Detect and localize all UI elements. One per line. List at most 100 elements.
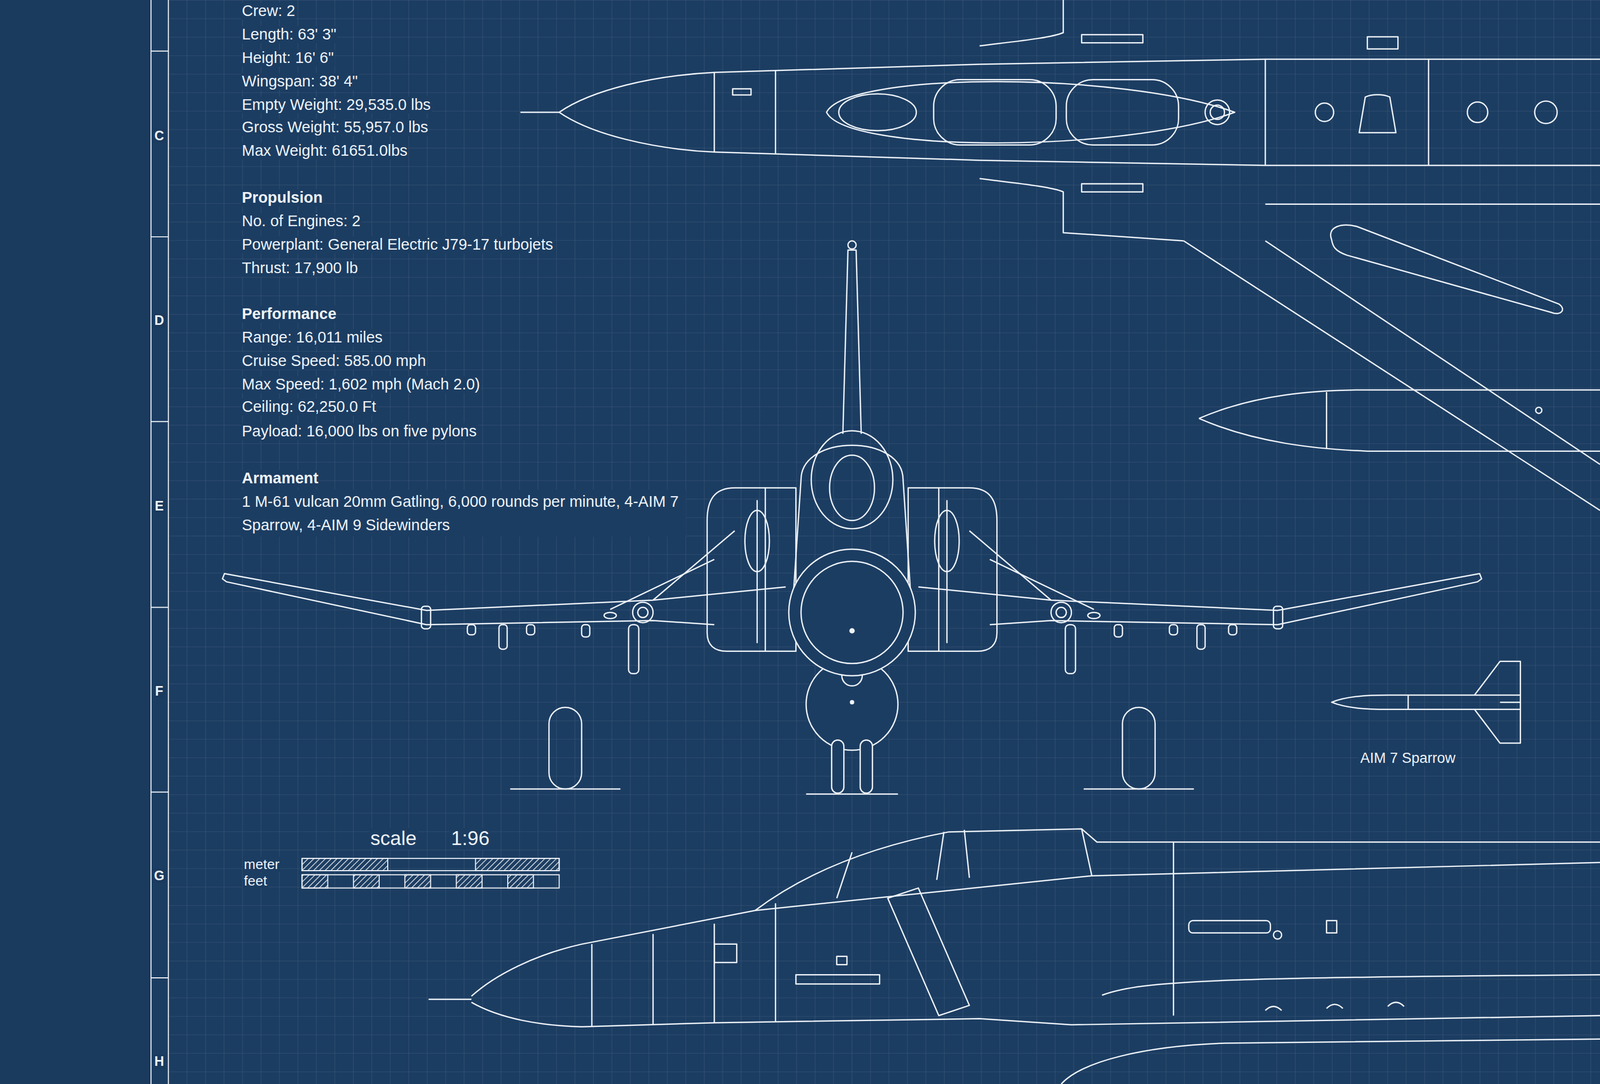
top-view (1198, 389, 1600, 419)
spec-text: Max Speed: 1,602 mph (Mach 2.0) (241, 376, 482, 394)
unit-label: feet (242, 873, 268, 889)
front-view (850, 628, 855, 634)
side-view (795, 974, 880, 984)
scale-label: scale (369, 827, 418, 850)
spec-text: Max Weight: 61651.0lbs (241, 142, 410, 160)
spec-text: Range: 16,011 miles (241, 329, 384, 347)
ruler-letter: G (153, 868, 166, 884)
side-view (836, 828, 1092, 899)
scale-ratio: 1:96 (450, 827, 491, 850)
spec-text: Cruise Speed: 585.00 mph (241, 352, 428, 370)
top-view (1265, 203, 1600, 205)
spec-text: Wingspan: 38' 4" (241, 73, 359, 91)
front-view (829, 454, 875, 520)
top-view (1081, 34, 1143, 43)
side-view (1188, 920, 1271, 933)
missile-drawing (1474, 661, 1521, 695)
unit-label: meter (242, 856, 280, 872)
side-view (888, 888, 970, 1016)
front-view (831, 739, 844, 793)
spec-text: Empty Weight: 29,535.0 lbs (241, 96, 432, 114)
side-view (428, 828, 1600, 1084)
left-strip (0, 0, 151, 1084)
top-view (933, 79, 1057, 145)
spec-text: Length: 63' 3" (241, 26, 338, 44)
side-view (836, 956, 847, 965)
scale-bar (353, 874, 380, 888)
top-view (1535, 406, 1542, 413)
missile-drawing (1474, 709, 1521, 743)
top-view (1358, 94, 1396, 133)
section-heading: Propulsion (241, 189, 324, 207)
side-view (714, 944, 737, 963)
top-view (1330, 225, 1563, 314)
top-view (1066, 79, 1179, 145)
side-view (755, 862, 1600, 911)
spec-text: Height: 16' 6" (241, 49, 335, 67)
top-view (979, 178, 1184, 242)
ruler (150, 51, 169, 978)
ruler-letter: F (154, 683, 165, 699)
ruler-letter: D (153, 313, 165, 328)
side-view (592, 842, 1174, 1027)
top-view (1367, 36, 1398, 50)
missile-drawing (1331, 661, 1521, 743)
ruler-letter: E (153, 498, 165, 514)
ruler (150, 0, 169, 1084)
top-view (558, 112, 1600, 165)
front-view (918, 488, 1482, 789)
side-view (1061, 1038, 1600, 1084)
scale-bar (507, 874, 534, 888)
scale-bar (301, 858, 559, 888)
spec-text: Crew: 2 (241, 2, 297, 20)
top-view (1205, 100, 1230, 125)
missile-drawing (1408, 694, 1520, 710)
side-view (1273, 930, 1282, 939)
missile-drawing (1331, 694, 1521, 710)
side-view (428, 998, 472, 1000)
scale-bar (475, 858, 560, 871)
front-view (811, 430, 893, 529)
scale-bar (301, 874, 328, 888)
top-view (1265, 241, 1600, 465)
top-view (558, 59, 1600, 112)
scale-bar (301, 874, 559, 888)
top-view (1198, 418, 1600, 451)
spec-text: Ceiling: 62,250.0 Ft (241, 398, 378, 416)
spec-text: Gross Weight: 55,957.0 lbs (241, 118, 430, 136)
top-view (1325, 392, 1327, 450)
front-view (848, 241, 856, 250)
top-view (732, 88, 751, 95)
ruler-letter: C (153, 128, 165, 144)
top-view (714, 59, 1429, 166)
section-heading: Armament (241, 469, 320, 487)
top-view (1183, 241, 1600, 511)
front-view (801, 561, 903, 663)
ruler (150, 0, 169, 1084)
top-view (520, 111, 560, 113)
top-view (838, 93, 917, 131)
scale-bar (456, 874, 483, 888)
section-heading: Performance (241, 305, 338, 323)
part-label: AIM 7 Sparrow (1358, 750, 1457, 767)
top-view (1467, 101, 1488, 123)
spec-text: Powerplant: General Electric J79-17 turb… (241, 236, 555, 254)
front-view (842, 250, 861, 434)
front-view (222, 488, 786, 789)
top-view (979, 0, 1064, 46)
spec-text: Thrust: 17,900 lb (241, 259, 360, 277)
front-view (850, 700, 854, 704)
front-view (222, 241, 1482, 795)
scale-bar (404, 874, 431, 888)
scale-bar (301, 858, 559, 871)
scale-bar (301, 858, 388, 871)
top-view (1534, 100, 1558, 124)
top-view (1315, 102, 1334, 122)
grid (168, 0, 1600, 1084)
side-view (1265, 1002, 1404, 1011)
front-view (860, 739, 873, 793)
spec-text: No. of Engines: 2 (241, 212, 362, 230)
side-view (471, 828, 1600, 997)
